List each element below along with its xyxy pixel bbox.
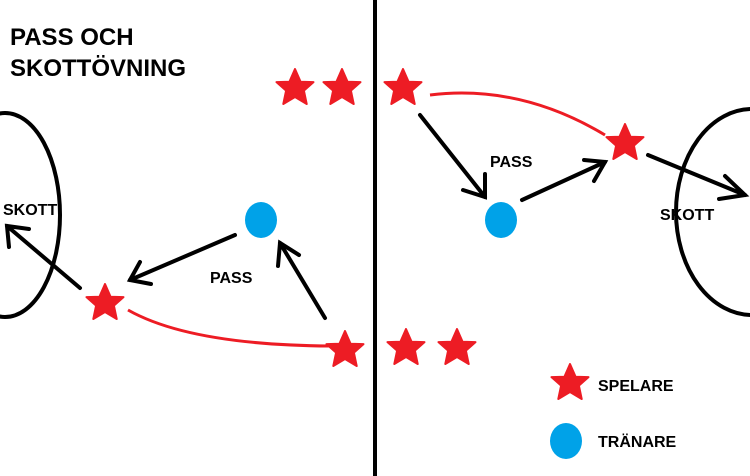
legend-star-icon	[550, 363, 590, 400]
legend-circle-icon	[550, 423, 582, 459]
player-star	[386, 328, 426, 365]
pass-label: PASS	[210, 270, 253, 287]
right-goal-area	[674, 107, 750, 317]
player-star	[322, 68, 362, 105]
title: PASS OCH SKOTTÖVNING	[10, 24, 186, 82]
player-star	[325, 330, 365, 367]
shot-arrow	[646, 153, 750, 201]
shot-label: SKOTT	[3, 202, 57, 219]
legend-player-label: SPELARE	[598, 378, 674, 395]
legend-coach-label: TRÄNARE	[598, 433, 677, 451]
pass-label: PASS	[490, 154, 533, 171]
player-star	[85, 283, 125, 320]
coach-circle	[485, 202, 517, 238]
coach-circle	[245, 202, 277, 238]
pass-arrow	[418, 113, 487, 200]
player-star	[437, 328, 477, 365]
player-star	[605, 123, 645, 160]
run-path-right	[429, 91, 606, 137]
pass-arrow	[276, 239, 327, 320]
legend: SPELARE TRÄNARE	[550, 363, 677, 459]
left-goal-area	[0, 111, 62, 319]
shot-label: SKOTT	[660, 207, 714, 224]
shot-arrow	[4, 223, 82, 290]
pass-arrow	[520, 158, 609, 202]
player-star	[275, 68, 315, 105]
player-star	[383, 68, 423, 105]
pass-arrow	[126, 233, 237, 286]
run-path-left	[127, 308, 331, 348]
